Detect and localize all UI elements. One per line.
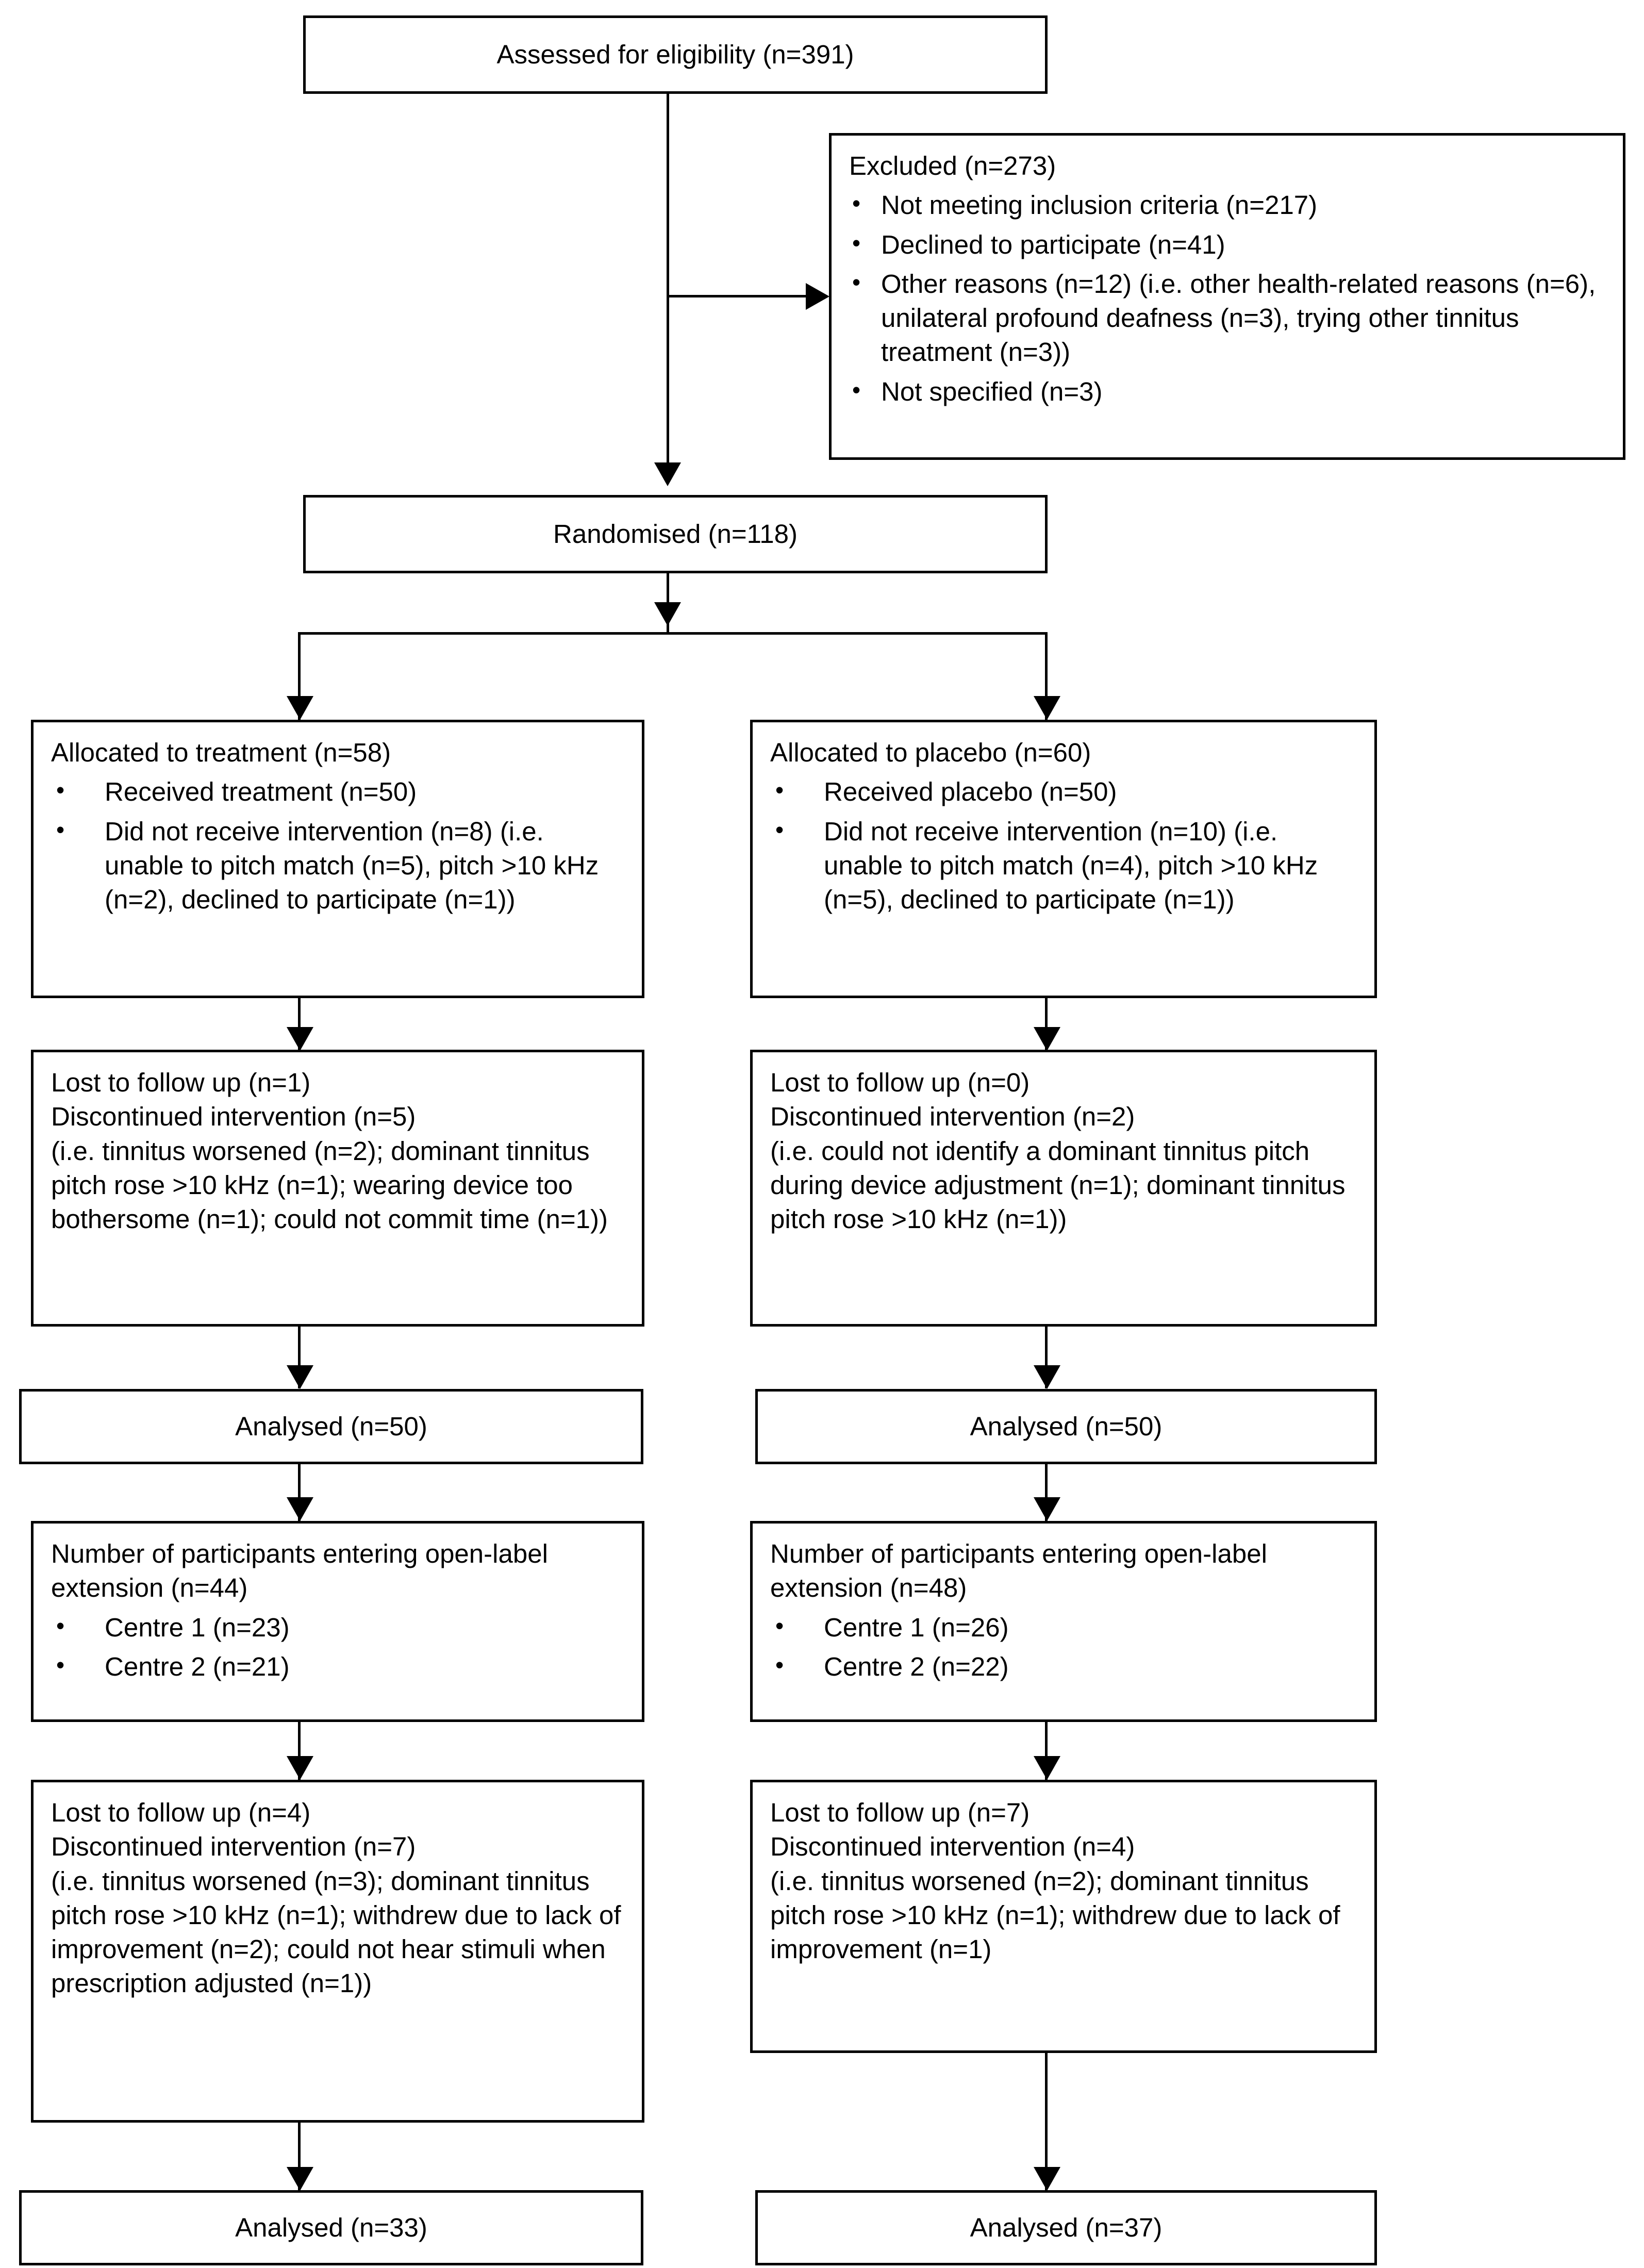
arrowhead-placebo-extension-to-followup xyxy=(1034,1756,1060,1780)
list-item: Received placebo (n=50) xyxy=(770,775,1359,809)
node-extension-placebo-title: Number of participants entering open-lab… xyxy=(770,1539,1275,1603)
connector-randomised-to-treatment xyxy=(298,632,301,720)
connector-placebo-analysed-to-extension xyxy=(1045,1464,1048,1521)
list-item: Centre 1 (n=23) xyxy=(51,1611,626,1645)
node-analysed-treatment-2: Analysed (n=33) xyxy=(19,2190,643,2265)
node-extension-treatment-bullets: Centre 1 (n=23) Centre 2 (n=21) xyxy=(51,1611,626,1684)
node-analysed-placebo-1: Analysed (n=50) xyxy=(755,1389,1377,1464)
arrowhead-treatment-analysed-to-extension xyxy=(287,1497,313,1521)
node-excluded-bullets: Not meeting inclusion criteria (n=217) D… xyxy=(849,188,1607,409)
node-randomised-title: Randomised (n=118) xyxy=(553,519,798,549)
arrowhead-assessed-to-randomised xyxy=(654,462,681,486)
node-excluded-title: Excluded (n=273) xyxy=(849,151,1056,180)
arrowhead-treatment-alloc-to-followup xyxy=(287,1027,313,1051)
list-item: Declined to participate (n=41) xyxy=(849,228,1607,262)
connector-treatment-followup2-to-analysed xyxy=(298,2123,301,2191)
node-followup-treatment-1-text: Lost to follow up (n=1) Discontinued int… xyxy=(51,1068,608,1234)
node-followup-treatment-2: Lost to follow up (n=4) Discontinued int… xyxy=(31,1780,644,2123)
node-allocated-placebo: Allocated to placebo (n=60) Received pla… xyxy=(750,720,1377,998)
connector-randomised-splitter xyxy=(298,632,1048,635)
node-analysed-treatment-1: Analysed (n=50) xyxy=(19,1389,643,1464)
node-excluded: Excluded (n=273) Not meeting inclusion c… xyxy=(829,133,1625,460)
node-assessed-title: Assessed for eligibility (n=391) xyxy=(496,39,854,69)
arrowhead-randomised-stem xyxy=(654,602,681,626)
list-item: Received treatment (n=50) xyxy=(51,775,626,809)
arrowhead-treatment-followup2-to-analysed xyxy=(287,2167,313,2191)
connector-placebo-followup-to-analysed xyxy=(1045,1327,1048,1388)
arrowhead-placebo-followup2-to-analysed xyxy=(1034,2167,1060,2191)
node-extension-placebo-bullets: Centre 1 (n=26) Centre 2 (n=22) xyxy=(770,1611,1359,1684)
node-extension-placebo: Number of participants entering open-lab… xyxy=(750,1521,1377,1722)
node-analysed-placebo-1-title: Analysed (n=50) xyxy=(970,1411,1163,1441)
node-followup-placebo-2-text: Lost to follow up (n=7) Discontinued int… xyxy=(770,1798,1340,1964)
connector-placebo-alloc-to-followup xyxy=(1045,998,1048,1050)
node-analysed-treatment-1-title: Analysed (n=50) xyxy=(235,1411,427,1441)
list-item: Centre 1 (n=26) xyxy=(770,1611,1359,1645)
node-followup-placebo-1: Lost to follow up (n=0) Discontinued int… xyxy=(750,1050,1377,1327)
list-item: Centre 2 (n=21) xyxy=(51,1650,626,1684)
connector-assessed-to-excluded xyxy=(667,295,806,297)
node-extension-treatment: Number of participants entering open-lab… xyxy=(31,1521,644,1722)
node-analysed-placebo-2-title: Analysed (n=37) xyxy=(970,2212,1163,2242)
node-followup-treatment-1: Lost to follow up (n=1) Discontinued int… xyxy=(31,1050,644,1327)
node-followup-placebo-2: Lost to follow up (n=7) Discontinued int… xyxy=(750,1780,1377,2053)
list-item: Did not receive intervention (n=8) (i.e.… xyxy=(51,815,626,917)
connector-treatment-extension-to-followup xyxy=(298,1722,301,1780)
arrowhead-randomised-to-placebo xyxy=(1034,696,1060,720)
arrowhead-randomised-to-treatment xyxy=(287,696,313,720)
list-item: Not meeting inclusion criteria (n=217) xyxy=(849,188,1607,222)
node-randomised: Randomised (n=118) xyxy=(303,495,1048,573)
list-item: Centre 2 (n=22) xyxy=(770,1650,1359,1684)
node-allocated-treatment: Allocated to treatment (n=58) Received t… xyxy=(31,720,644,998)
arrowhead-treatment-followup-to-analysed xyxy=(287,1365,313,1389)
arrowhead-placebo-followup-to-analysed xyxy=(1034,1365,1060,1389)
node-analysed-placebo-2: Analysed (n=37) xyxy=(755,2190,1377,2265)
connector-assessed-to-randomised xyxy=(667,94,669,462)
connector-treatment-alloc-to-followup xyxy=(298,998,301,1050)
connector-placebo-followup2-to-analysed xyxy=(1045,2053,1048,2191)
list-item: Other reasons (n=12) (i.e. other health-… xyxy=(849,267,1607,370)
node-followup-placebo-1-text: Lost to follow up (n=0) Discontinued int… xyxy=(770,1068,1346,1234)
node-allocated-treatment-bullets: Received treatment (n=50) Did not receiv… xyxy=(51,775,626,917)
arrowhead-assessed-to-excluded xyxy=(806,283,829,310)
node-analysed-treatment-2-title: Analysed (n=33) xyxy=(235,2212,427,2242)
arrowhead-placebo-alloc-to-followup xyxy=(1034,1027,1060,1051)
list-item: Did not receive intervention (n=10) (i.e… xyxy=(770,815,1359,917)
connector-placebo-extension-to-followup xyxy=(1045,1722,1048,1780)
connector-randomised-to-placebo xyxy=(1045,632,1048,720)
node-followup-treatment-2-text: Lost to follow up (n=4) Discontinued int… xyxy=(51,1798,621,1998)
node-allocated-placebo-title: Allocated to placebo (n=60) xyxy=(770,738,1091,767)
node-allocated-treatment-title: Allocated to treatment (n=58) xyxy=(51,738,391,767)
connector-treatment-analysed-to-extension xyxy=(298,1464,301,1521)
node-assessed-for-eligibility: Assessed for eligibility (n=391) xyxy=(303,15,1048,94)
connector-treatment-followup-to-analysed xyxy=(298,1327,301,1388)
list-item: Not specified (n=3) xyxy=(849,375,1607,409)
arrowhead-placebo-analysed-to-extension xyxy=(1034,1497,1060,1521)
node-allocated-placebo-bullets: Received placebo (n=50) Did not receive … xyxy=(770,775,1359,917)
arrowhead-treatment-extension-to-followup xyxy=(287,1756,313,1780)
node-extension-treatment-title: Number of participants entering open-lab… xyxy=(51,1539,556,1603)
